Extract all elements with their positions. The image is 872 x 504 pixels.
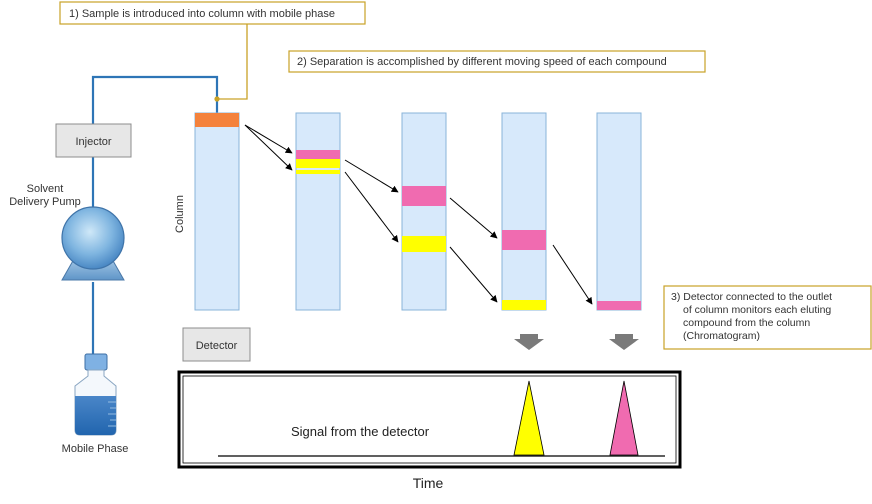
down-arrow-icon <box>609 334 639 350</box>
arrow <box>244 124 293 154</box>
callout-1-leader <box>217 24 248 100</box>
arrow <box>449 246 498 303</box>
column-2 <box>295 112 341 311</box>
chromatogram-frame <box>177 370 682 469</box>
arrow <box>344 159 399 193</box>
tubing <box>91 75 219 362</box>
column-5 <box>596 112 642 311</box>
pink-band <box>402 186 446 206</box>
callout-step2: 2) Separation is accomplished by differe… <box>288 50 706 73</box>
pump-label-line2: Delivery Pump <box>9 196 81 208</box>
detector: Detector <box>182 327 251 362</box>
callout-step3-line3: compound from the column <box>683 317 810 329</box>
arrow <box>344 171 399 243</box>
yellow-band <box>402 236 446 252</box>
pump-label-line1: Solvent <box>27 183 64 195</box>
arrow <box>449 197 498 239</box>
arrow <box>552 244 593 305</box>
time-axis-label: Time <box>413 475 444 491</box>
column-1 <box>194 112 240 311</box>
callout-step1: 1) Sample is introduced into column with… <box>59 1 366 25</box>
callout-step3-line1: 3) Detector connected to the outlet <box>671 291 832 303</box>
column-3 <box>401 112 447 311</box>
mobile-phase-label: Mobile Phase <box>62 443 129 455</box>
migration-arrows <box>244 124 593 305</box>
pump-icon <box>61 206 125 281</box>
callout-step3-line2: of column monitors each eluting <box>683 304 831 316</box>
detector-label: Detector <box>196 340 238 352</box>
callout-step3-line4: (Chromatogram) <box>683 330 760 342</box>
peak-pink <box>609 380 639 456</box>
callout-1-dot <box>214 96 220 102</box>
callout-step2-text: 2) Separation is accomplished by differe… <box>297 56 667 68</box>
callout-step3: 3) Detector connected to the outlet of c… <box>663 285 872 350</box>
down-arrow-icon <box>514 334 544 350</box>
arrow <box>244 124 293 171</box>
column-4 <box>501 112 547 311</box>
yellow-band <box>296 159 340 168</box>
yellow-band-thin <box>296 170 340 174</box>
callout-step1-text: 1) Sample is introduced into column with… <box>69 8 335 20</box>
pink-band <box>296 150 340 159</box>
yellow-band <box>502 300 546 310</box>
pink-band <box>597 301 641 310</box>
tubing-top-line <box>91 75 219 124</box>
pink-band <box>502 230 546 250</box>
bottle-icon <box>74 353 117 436</box>
injector: Injector <box>55 123 132 158</box>
injector-label: Injector <box>75 136 111 148</box>
signal-label: Signal from the detector <box>291 424 430 439</box>
peak-yellow <box>513 380 545 456</box>
sample-band <box>195 113 239 127</box>
column-label: Column <box>174 195 186 233</box>
